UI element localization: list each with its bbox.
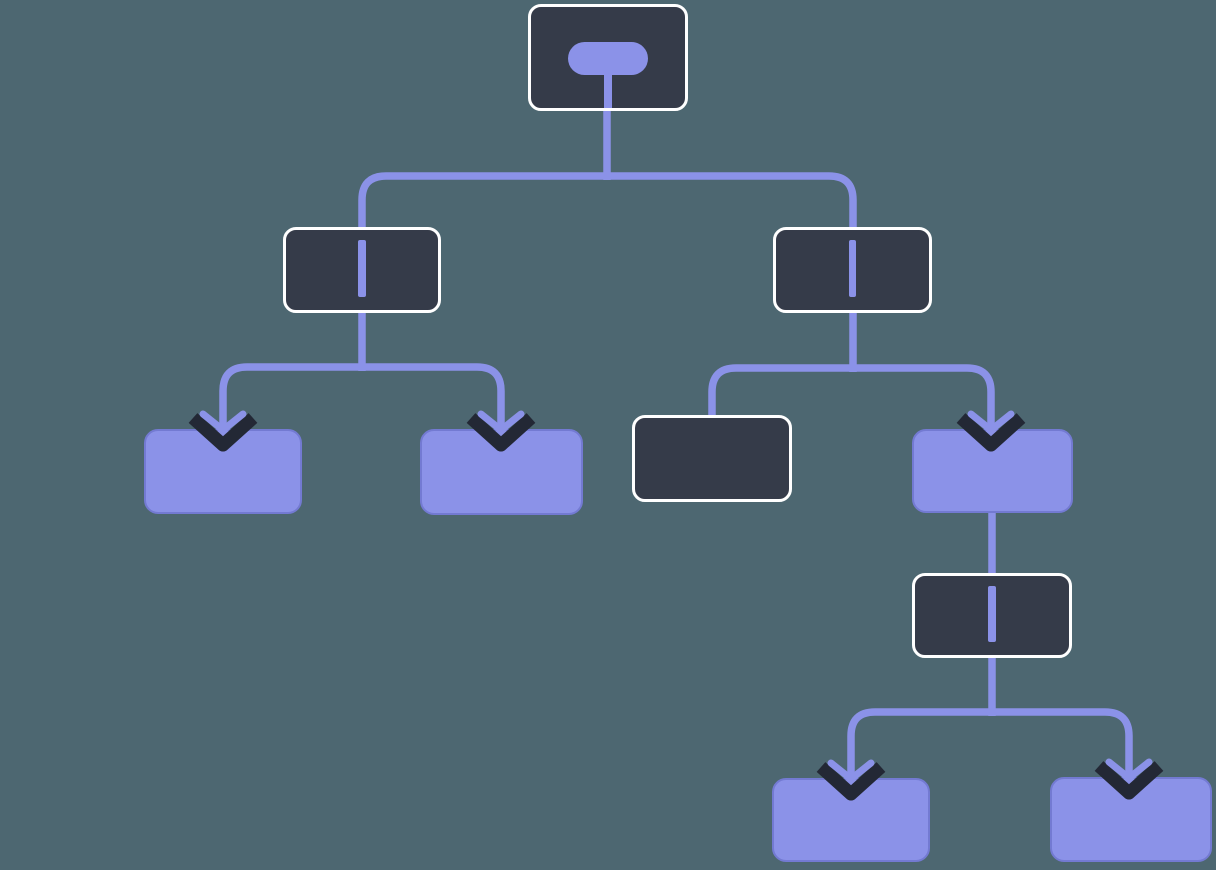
chevron-black-stroke [956,413,1026,452]
chevron-purple-stroke [827,759,875,783]
pass-through-line [848,240,857,297]
connector-right-rail [708,364,995,430]
chevron-purple-stroke [967,410,1015,434]
chevron-black-stroke [1094,761,1164,800]
chevron-down-icon [466,410,536,452]
chevron-purple-stroke [199,410,247,434]
pill-icon [568,42,648,75]
node-block-middle[interactable] [632,415,792,502]
connector-top-rail [358,172,857,228]
pill-stem-line [604,71,612,108]
chevron-purple-stroke [1105,758,1153,782]
chevron-down-icon [956,410,1026,452]
chevron-purple-stroke [477,410,525,434]
pass-through-line [988,586,996,642]
chevron-black-stroke [816,762,886,801]
node-operator-right[interactable] [773,227,932,313]
pass-through-line [358,240,366,297]
chevron-black-stroke [188,413,258,452]
chevron-black-stroke [466,413,536,452]
node-root[interactable] [528,4,688,111]
chevron-down-icon [816,759,886,801]
chevron-down-icon [1094,758,1164,800]
connector-left-rail [219,363,505,430]
node-operator-bottom[interactable] [912,573,1072,658]
connector-bottom-rail [847,708,1133,779]
chevron-down-icon [188,410,258,452]
node-operator-left[interactable] [283,227,441,313]
